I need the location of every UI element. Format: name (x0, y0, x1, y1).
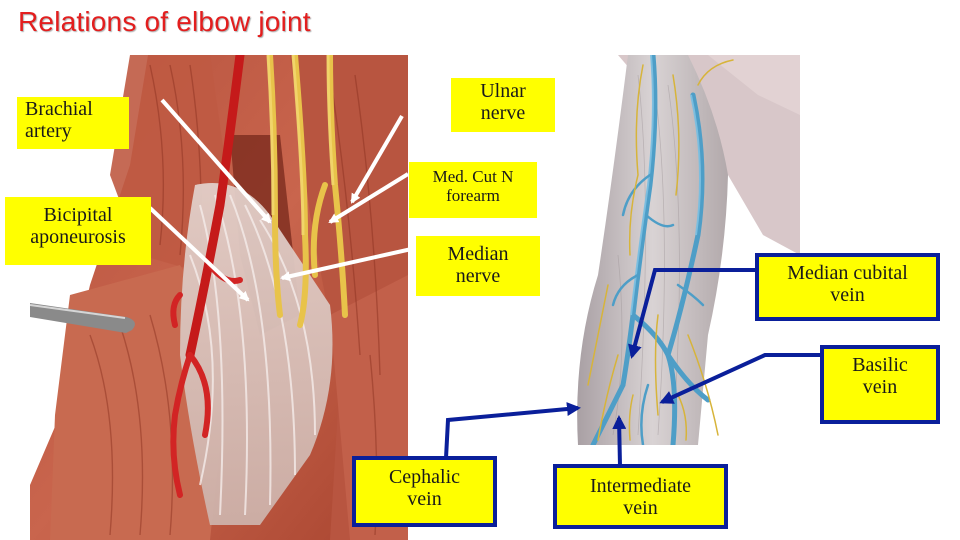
label-intermediate-vein: Intermediate vein (553, 464, 728, 529)
label-median-cubital-vein: Median cubital vein (755, 253, 940, 321)
label-median-nerve: Median nerve (416, 236, 540, 296)
label-bicipital-aponeurosis: Bicipital aponeurosis (5, 197, 151, 265)
label-cephalic-vein: Cephalic vein (352, 456, 497, 527)
label-basilic-vein: Basilic vein (820, 345, 940, 424)
label-brachial-artery: Brachial artery (17, 97, 129, 149)
superficial-veins-image (558, 55, 800, 445)
label-ulnar-nerve: Ulnar nerve (451, 78, 555, 132)
label-med-cut-n-forearm: Med. Cut N forearm (409, 162, 537, 218)
slide-title: Relations of elbow joint (18, 6, 311, 37)
